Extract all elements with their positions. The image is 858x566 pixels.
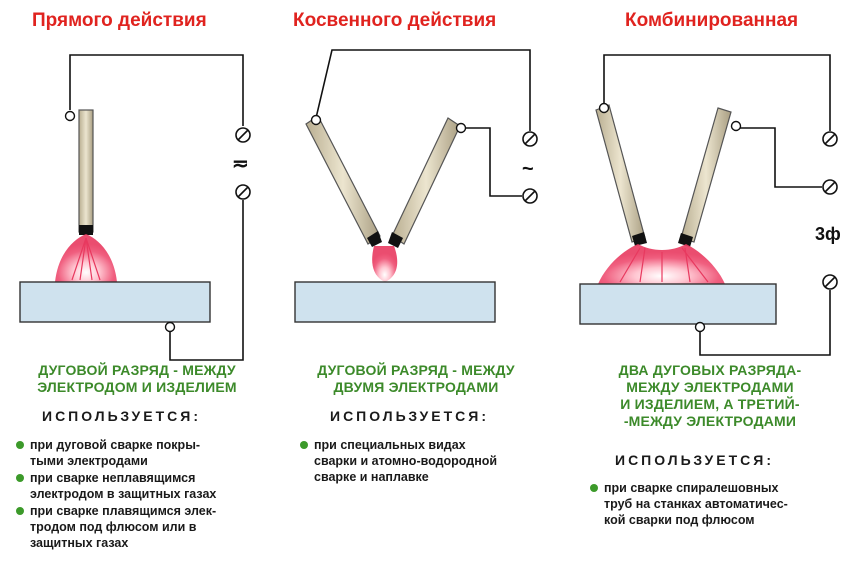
- workpiece-plate: [579, 283, 777, 325]
- description-direct: ДУГОВОЙ РАЗРЯД - МЕЖДУ ЭЛЕКТРОДОМ И ИЗДЕ…: [37, 362, 237, 395]
- bullets-direct: при дуговой сварке покры- тыми электрода…: [16, 437, 216, 552]
- bullet-dot: [16, 474, 24, 482]
- title-indirect: Косвенного действия: [293, 10, 497, 31]
- electrode-left: [305, 115, 381, 245]
- list-item: при сварке плавящимся элек- тродом под ф…: [16, 503, 216, 551]
- current-symbol-combined: 3ф: [815, 224, 841, 244]
- electrode-right: [680, 107, 732, 243]
- used-label-direct: ИСПОЛЬЗУЕТСЯ:: [42, 408, 201, 424]
- used-label-combined: ИСПОЛЬЗУЕТСЯ:: [615, 452, 774, 468]
- bullet-dot: [300, 441, 308, 449]
- workpiece-contact: [164, 321, 176, 333]
- bullet-dot: [590, 484, 598, 492]
- electrode-right: [391, 117, 461, 245]
- arc-flame: [55, 234, 117, 282]
- wire-electrode: [69, 54, 244, 126]
- electrode-contact: [64, 110, 76, 122]
- wire-left-electrode: [603, 54, 831, 131]
- workpiece-contact: [694, 321, 706, 333]
- current-symbol-indirect: ~: [522, 158, 534, 180]
- list-item: при специальных видах сварки и атомно-во…: [300, 437, 497, 485]
- workpiece-plate: [19, 281, 211, 323]
- wire-left-electrode: [315, 49, 531, 131]
- description-indirect: ДУГОВОЙ РАЗРЯД - МЕЖДУ ДВУМЯ ЭЛЕКТРОДАМИ: [317, 362, 515, 395]
- title-combined: Комбинированная: [625, 10, 799, 31]
- panel-direct: [19, 54, 251, 361]
- title-direct: Прямого действия: [32, 10, 207, 31]
- used-label-indirect: ИСПОЛЬЗУЕТСЯ:: [330, 408, 489, 424]
- bullets-indirect: при специальных видах сварки и атомно-во…: [300, 437, 497, 486]
- wire-workpiece: [699, 290, 831, 356]
- description-combined: ДВА ДУГОВЫХ РАЗРЯДА- МЕЖДУ ЭЛЕКТРОДАМИ И…: [618, 362, 802, 429]
- bullet-dot: [16, 441, 24, 449]
- workpiece-plate: [294, 281, 496, 323]
- wire-workpiece: [169, 200, 244, 361]
- arc-flame: [372, 246, 398, 282]
- wire-right-electrode: [740, 127, 822, 188]
- bullets-combined: при сварке спиралешовных труб на станках…: [590, 480, 788, 529]
- list-item: при сварке неплавящимся электродом в защ…: [16, 470, 216, 502]
- panel-indirect: [294, 49, 538, 323]
- bullet-dot: [16, 507, 24, 515]
- list-item: при сварке спиралешовных труб на станках…: [590, 480, 788, 528]
- electrode-left: [595, 104, 646, 243]
- panel-combined: [579, 54, 838, 356]
- electrode: [78, 109, 94, 233]
- list-item: при дуговой сварке покры- тыми электрода…: [16, 437, 216, 469]
- current-symbol-direct: ≂: [232, 153, 249, 175]
- wire-right-electrode: [463, 127, 522, 197]
